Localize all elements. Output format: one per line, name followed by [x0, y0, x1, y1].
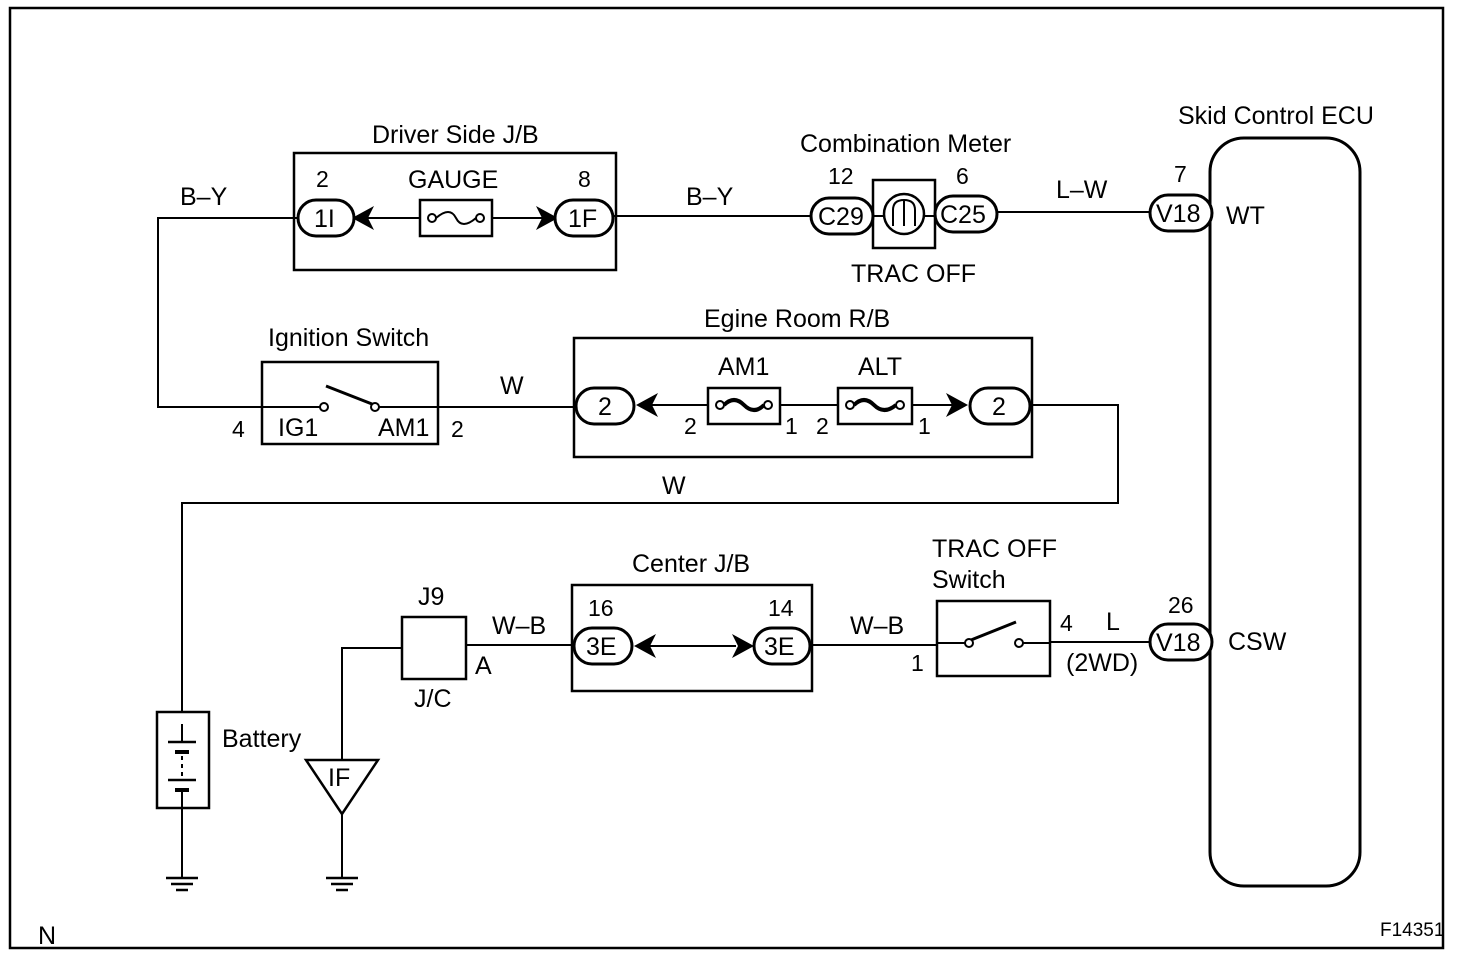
variant-label: (2WD) [1066, 649, 1138, 677]
corner-label: N [38, 922, 56, 950]
connector-2-right [968, 386, 1032, 426]
pin-label: 1 [785, 413, 798, 439]
arrow-left-icon [634, 634, 656, 658]
wire-label-top-left: B–Y [180, 183, 228, 211]
battery: Battery [155, 710, 302, 810]
skid-control-ecu: Skid Control ECU 7 V18 WT 26 V18 CSW [1148, 102, 1374, 888]
wire-label-mid: W [500, 372, 524, 400]
pin-label: 1 [911, 650, 924, 676]
outer-frame [8, 6, 1445, 950]
connector-c25-label: C25 [940, 201, 986, 229]
wires [157, 211, 1152, 878]
ignition-switch: Ignition Switch IG1 AM1 4 2 [232, 324, 464, 446]
pin-label: 8 [578, 166, 591, 192]
ecu-title: Skid Control ECU [1178, 102, 1374, 130]
ignition-switch-title: Ignition Switch [268, 324, 429, 352]
connector-v18-top [1148, 193, 1214, 233]
connector-1f [553, 198, 615, 238]
connector-c29 [809, 196, 875, 236]
wire-label-return: W [662, 472, 686, 500]
pin-label: 16 [588, 595, 614, 621]
connector-3e-left [572, 626, 634, 666]
connector-2-left [574, 386, 636, 426]
connector-2-left-label: 2 [598, 393, 612, 421]
connector-1f-label: 1F [568, 205, 597, 233]
wire-label-top-right: L–W [1056, 176, 1108, 204]
arrow-right-icon [536, 206, 558, 230]
trac-off-switch: TRAC OFF Switch 1 4 (2WD) [911, 535, 1138, 678]
pin-label: 26 [1168, 592, 1194, 618]
ecu-terminal-wt: WT [1226, 202, 1265, 230]
wire-label-bottom-left: W–B [492, 612, 546, 640]
engine-rb-title: Egine Room R/B [704, 305, 890, 333]
ground-icon [326, 876, 358, 892]
pin-label: 7 [1174, 161, 1187, 187]
connector-c29-label: C29 [818, 203, 864, 231]
wire-label-bottom-mid: W–B [850, 612, 904, 640]
junction-pin: A [475, 652, 492, 680]
junction-body [400, 615, 468, 681]
pin-label: 2 [684, 413, 697, 439]
ground-point-label: IF [328, 764, 350, 792]
ignition-switch-body [260, 360, 440, 446]
am1-terminal: AM1 [378, 414, 429, 442]
pin-label: 12 [828, 163, 854, 189]
junction-name: J9 [418, 583, 444, 611]
center-jb-body [570, 583, 814, 693]
ground-triangle-icon [303, 758, 381, 817]
pin-label: 4 [1060, 610, 1073, 636]
pin-label: 2 [816, 413, 829, 439]
connector-1i-label: 1I [314, 205, 335, 233]
wire-label-top-mid: B–Y [686, 183, 734, 211]
ecu-body [1208, 136, 1362, 888]
pin-label: 1 [918, 413, 931, 439]
connector-v18-bottom [1148, 622, 1214, 662]
alt-fuse-label: ALT [858, 353, 902, 381]
wire-label-bottom-right: L [1106, 608, 1120, 636]
figure-code: F14351 [1380, 920, 1444, 941]
connector-v18-bottom-label: V18 [1156, 629, 1200, 657]
arrow-left-icon [352, 206, 374, 230]
junction-j9: J9 A J/C [400, 583, 492, 713]
pin-label: 2 [316, 166, 329, 192]
ecu-terminal-csw: CSW [1228, 628, 1287, 656]
pin-label: 2 [451, 416, 464, 442]
connector-c25 [933, 194, 999, 234]
driver-side-jb: Driver Side J/B GAUGE 2 1I 8 1F [292, 121, 618, 272]
pin-label: 14 [768, 595, 794, 621]
center-jb: Center J/B 16 3E 14 3E [570, 550, 814, 693]
pin-label: 4 [232, 416, 245, 442]
trac-off-switch-body [935, 599, 1052, 678]
trac-off-indicator-label: TRAC OFF [851, 260, 976, 288]
trac-off-switch-title-1: TRAC OFF [932, 535, 1057, 563]
combination-meter: Combination Meter 12 6 C29 C25 TRAC OFF [800, 130, 1011, 288]
arrow-right-icon [946, 393, 968, 417]
trac-off-switch-title-2: Switch [932, 566, 1006, 594]
ground-icon [166, 876, 198, 892]
junction-sub: J/C [414, 685, 452, 713]
pin-label: 6 [956, 163, 969, 189]
connector-v18-top-label: V18 [1156, 200, 1200, 228]
ground-point-if: IF [303, 758, 381, 817]
driver-jb-title: Driver Side J/B [372, 121, 539, 149]
ig1-terminal: IG1 [278, 414, 318, 442]
center-jb-title: Center J/B [632, 550, 750, 578]
connector-3e-left-label: 3E [586, 633, 617, 661]
combination-meter-title: Combination Meter [800, 130, 1011, 158]
engine-rb-body [572, 336, 1034, 459]
battery-label: Battery [222, 725, 302, 753]
arrow-right-icon [732, 634, 754, 658]
am1-fuse-label: AM1 [718, 353, 769, 381]
connector-3e-right-label: 3E [764, 633, 795, 661]
engine-room-rb: Egine Room R/B 2 AM1 2 1 ALT 2 1 2 [572, 305, 1034, 459]
connector-2-right-label: 2 [992, 393, 1006, 421]
connector-1i [296, 198, 356, 238]
connector-3e-right [752, 626, 812, 666]
arrow-left-icon [636, 393, 658, 417]
gauge-fuse-label: GAUGE [408, 166, 498, 194]
